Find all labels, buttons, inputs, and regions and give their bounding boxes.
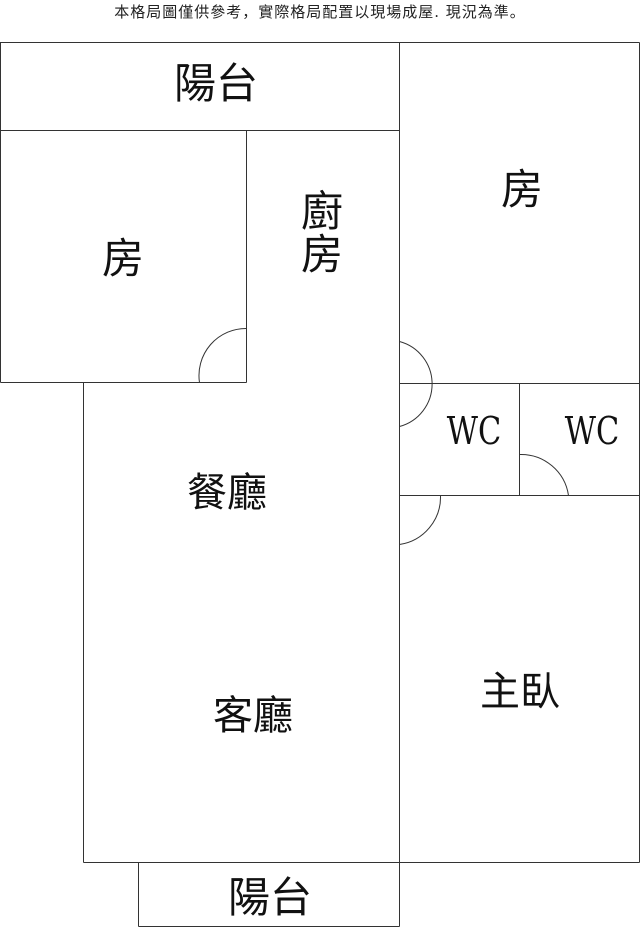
- label-dining: 餐廳: [187, 470, 267, 516]
- door-master: [399, 495, 442, 545]
- label-kitchen-line1: 廚: [301, 187, 343, 236]
- room-labels: 陽台 房 廚 房 房 WC WC 餐廳 客廳 主臥 陽台: [102, 59, 619, 922]
- door-wc-right: [519, 453, 569, 496]
- label-bedroom-left: 房: [102, 234, 144, 283]
- disclaimer-note: 本格局圖僅供參考，實際格局配置以現場成屋. 現況為準。: [114, 3, 526, 21]
- label-master: 主臥: [480, 669, 560, 715]
- walls: [0, 42, 640, 927]
- label-bedroom-right: 房: [501, 165, 543, 214]
- label-balcony-bottom: 陽台: [228, 873, 312, 922]
- label-living: 客廳: [213, 693, 293, 739]
- door-right-bedroom: [399, 341, 433, 427]
- door-swings: [198, 327, 569, 545]
- label-kitchen-line2: 房: [301, 230, 343, 279]
- door-left-bedroom: [198, 327, 247, 383]
- label-wc-right: WC: [565, 410, 620, 454]
- label-balcony-top: 陽台: [174, 59, 258, 108]
- label-wc-left: WC: [447, 410, 502, 454]
